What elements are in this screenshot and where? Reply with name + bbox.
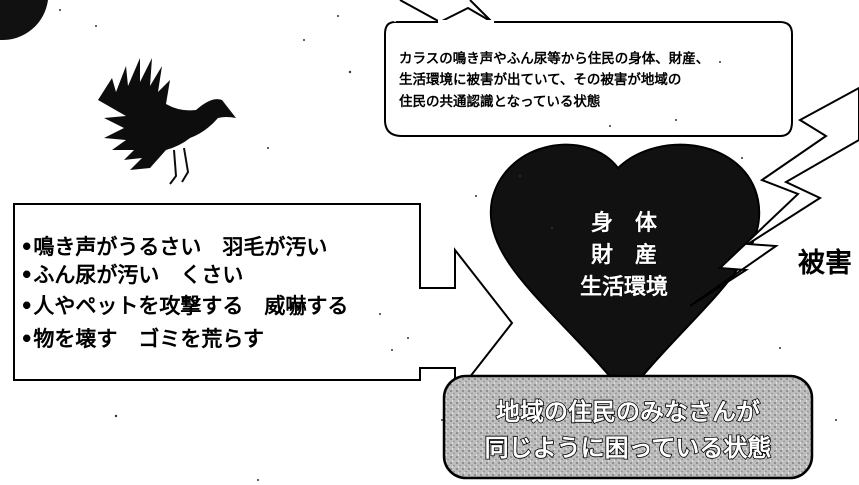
heart-line-2: 財 産 — [591, 242, 657, 268]
heart-line-1: 身 体 — [591, 210, 658, 236]
list-item-2: •ふん尿が汚い くさい — [20, 263, 243, 287]
speech-bubble-line-1: カラスの鳴き声やふん尿等から住民の身体、財産、 — [399, 50, 709, 67]
crow-icon — [98, 58, 236, 185]
right-arrow-icon — [13, 203, 514, 399]
state-box: 地域の住民のみなさんが 同じように困っている状態 — [442, 374, 814, 480]
speech-bubble-line-2: 生活環境に被害が出ていて、その被害が地域の — [399, 71, 681, 88]
damage-label: 被害 — [798, 247, 852, 279]
list-box: •鳴き声がうるさい 羽毛が汚い •ふん尿が汚い くさい •人やペットを攻撃する … — [13, 203, 514, 399]
speech-bubble-line-3: 住民の共通認識となっている状態 — [399, 93, 601, 110]
corner-circle-icon — [0, 0, 48, 41]
list-item-4: •物を壊す ゴミを荒らす — [20, 327, 264, 351]
heart-line-3: 生活環境 — [580, 274, 668, 300]
state-line-2: 同じように困っている状態 — [485, 434, 772, 462]
list-item-3: •人やペットを攻撃する 威嚇する — [20, 294, 348, 318]
heart-shape: 身 体 財 産 生活環境 — [489, 143, 761, 398]
scan-noise — [59, 9, 837, 481]
state-line-1: 地域の住民のみなさんが — [496, 398, 760, 426]
list-item-1: •鳴き声がうるさい 羽毛が汚い — [20, 235, 327, 259]
speech-bubble: カラスの鳴き声やふん尿等から住民の身体、財産、 生活環境に被害が出ていて、その被… — [360, 0, 793, 137]
lightning-bolt-icon — [689, 86, 859, 307]
